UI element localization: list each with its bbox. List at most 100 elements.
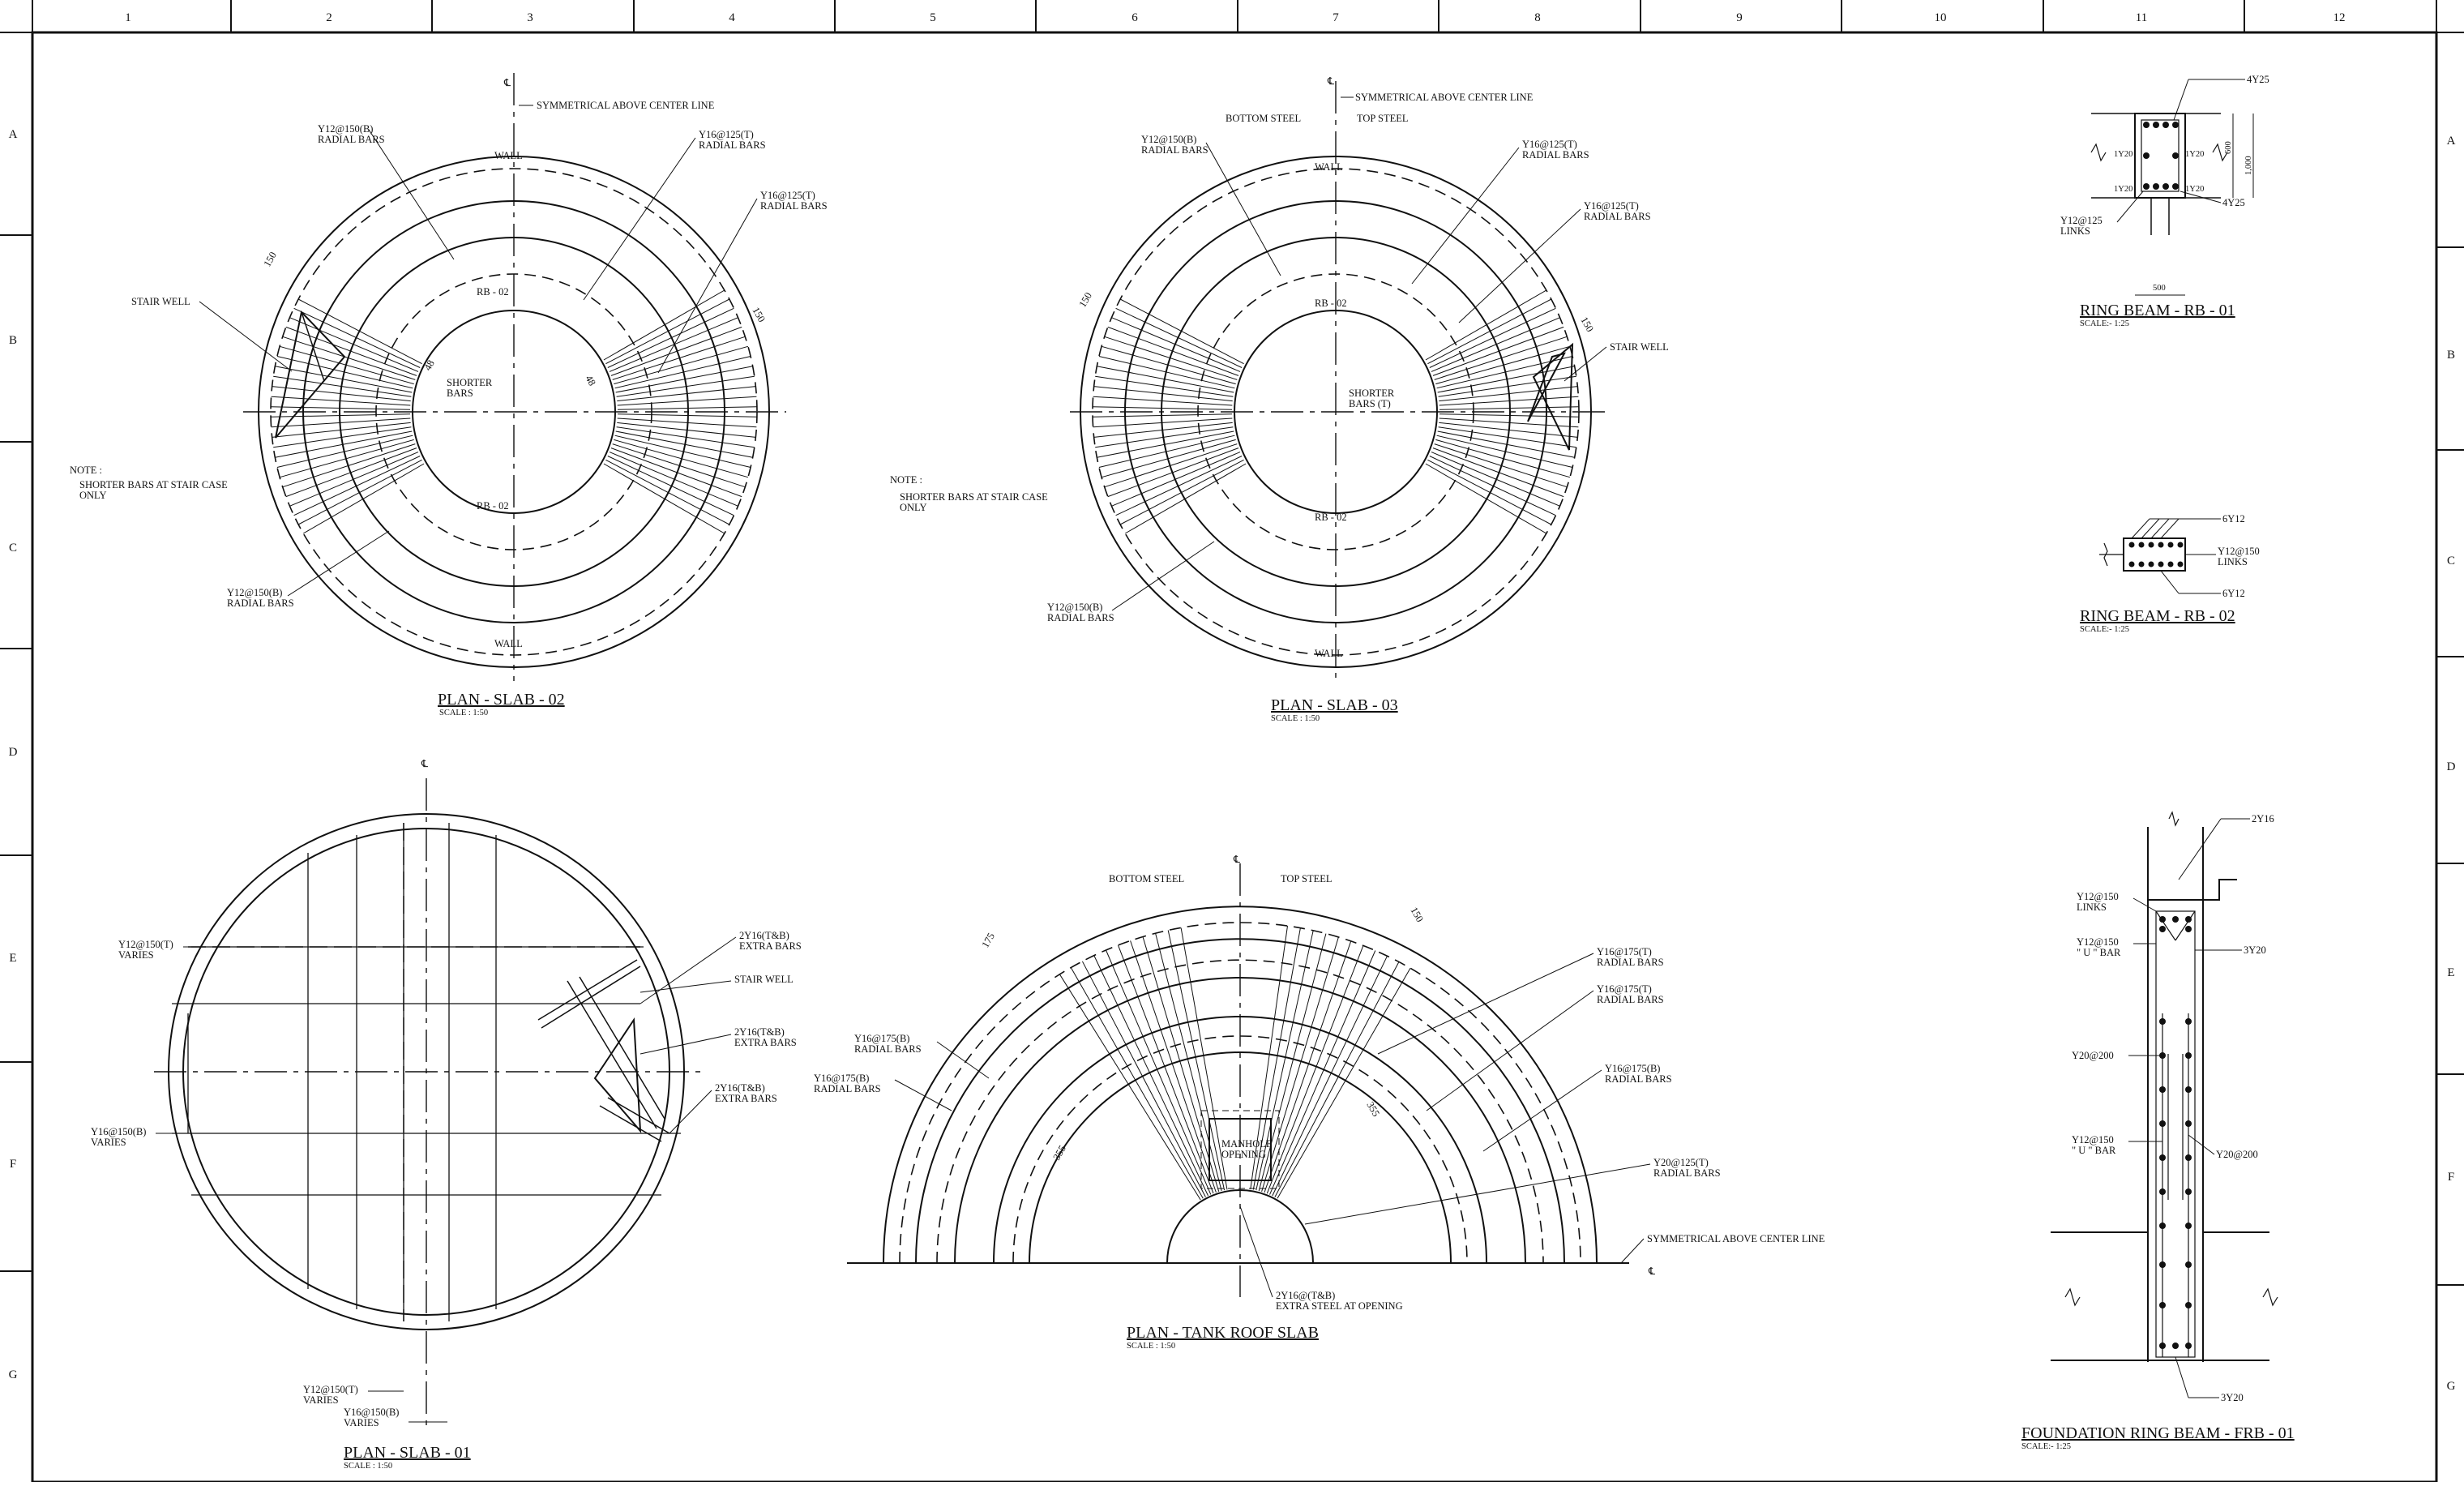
note-title: NOTE : xyxy=(70,465,102,476)
rebar-label: LINKS xyxy=(2060,225,2090,237)
rebar-dot xyxy=(2172,122,2179,128)
rebar-dot xyxy=(2158,561,2164,567)
radial-bar xyxy=(1118,944,1214,1194)
rebar-dot xyxy=(2148,561,2154,567)
view-scale: SCALE : 1:50 xyxy=(1271,714,1320,723)
rebar-label: Y16@175(B) xyxy=(854,1033,909,1044)
radial-bar xyxy=(1438,426,1576,448)
rebar-label: 1Y20 xyxy=(2185,150,2204,159)
bottom-steel-label: BOTTOM STEEL xyxy=(1226,113,1301,124)
rebar-dot xyxy=(2158,542,2164,548)
radial-bar xyxy=(1256,930,1314,1191)
rebar-label: 2Y16(T&B) xyxy=(715,1082,765,1094)
grid-row-label: G xyxy=(2447,1380,2456,1393)
grid-row-label: C xyxy=(9,542,17,555)
manhole-label: OPENING xyxy=(1221,1149,1266,1160)
grid-col-label: 8 xyxy=(1534,11,1541,24)
top-steel-label: TOP STEEL xyxy=(1281,873,1333,884)
radial-bar xyxy=(607,456,734,516)
grid-row-label: D xyxy=(2447,760,2456,773)
radial-bar xyxy=(1425,289,1547,361)
ring-beam-label: RB - 02 xyxy=(1315,512,1347,523)
grid-col-label: 5 xyxy=(930,11,936,24)
radial-bar xyxy=(1093,413,1233,418)
rebar-dot xyxy=(2185,1120,2192,1127)
rebar-dot xyxy=(2185,1188,2192,1195)
rebar-dot xyxy=(2128,561,2135,567)
radial-bar xyxy=(1439,386,1578,402)
radial-bar xyxy=(282,336,416,380)
radial-bar xyxy=(271,396,411,406)
radial-bar xyxy=(603,289,725,361)
rebar-dot xyxy=(2159,1188,2166,1195)
radial-bar xyxy=(1439,396,1579,406)
plan-slab-02: SYMMETRICAL ABOVE CENTER LINE ℄ WALL WAL… xyxy=(70,73,828,717)
rebar-dot xyxy=(2159,916,2166,923)
shorter-bars-label: SHORTER xyxy=(1349,388,1395,399)
radial-bar xyxy=(302,463,425,534)
radial-bar xyxy=(1250,926,1288,1189)
rebar-label: Y16@175(T) xyxy=(1597,983,1652,995)
rebar-label: " U " BAR xyxy=(2077,947,2121,958)
radial-bar xyxy=(1119,298,1244,365)
grid-row-label: F xyxy=(10,1158,16,1171)
stair-well-label: STAIR WELL xyxy=(1610,341,1669,353)
radial-bar xyxy=(615,366,753,393)
dimension: 48 xyxy=(421,358,436,373)
radial-bar xyxy=(617,413,757,418)
dimension: 150 xyxy=(261,250,278,268)
radial-bar xyxy=(607,307,734,368)
view-title: PLAN - SLAB - 02 xyxy=(438,691,565,709)
view-scale: SCALE:- 1:25 xyxy=(2080,319,2129,328)
radial-bar xyxy=(1436,435,1573,468)
manhole-label: MANHOLE xyxy=(1221,1138,1273,1150)
ring-beam-label: RB - 02 xyxy=(477,286,509,298)
radial-bar xyxy=(1437,366,1575,393)
radial-bar xyxy=(1266,945,1364,1194)
rebar-dot xyxy=(2185,1223,2192,1229)
note-text: ONLY xyxy=(79,490,106,501)
rebar-dot xyxy=(2148,542,2154,548)
radial-bar xyxy=(1115,307,1243,368)
rebar-dot xyxy=(2159,1302,2166,1308)
view-title: RING BEAM - RB - 01 xyxy=(2080,302,2235,319)
radial-bar xyxy=(1093,406,1233,410)
stair-well-label: STAIR WELL xyxy=(131,296,190,307)
dimension: 150 xyxy=(1578,315,1595,334)
radial-bar xyxy=(1130,940,1217,1193)
shorter-bars-label: BARS xyxy=(447,388,473,399)
plan-slab-03: ℄ SYMMETRICAL ABOVE CENTER LINE BOTTOM S… xyxy=(890,75,1669,723)
radial-bar xyxy=(1261,936,1339,1193)
radial-bar xyxy=(289,452,419,507)
note-text: SHORTER BARS AT STAIR CASE xyxy=(900,491,1048,503)
grid-col-label: 9 xyxy=(1736,11,1743,24)
grid-col-label: 6 xyxy=(1131,11,1138,24)
rebar-dot xyxy=(2159,1261,2166,1268)
radial-bar xyxy=(617,422,756,438)
centerline-mark: ℄ xyxy=(1233,854,1241,865)
radial-bar xyxy=(271,418,411,428)
note-text: ONLY xyxy=(900,502,926,513)
radial-bar xyxy=(1427,298,1552,365)
radial-bar xyxy=(271,406,411,410)
radial-bar xyxy=(1155,933,1222,1192)
rebar-dot xyxy=(2185,1343,2192,1349)
radial-bar xyxy=(1081,961,1206,1197)
rebar-label: Y20@200 xyxy=(2216,1149,2258,1160)
wall-label: WALL xyxy=(1315,648,1343,659)
rebar-label: Y20@125(T) xyxy=(1653,1157,1709,1168)
radial-bar xyxy=(1097,430,1234,458)
radial-bar xyxy=(617,418,757,428)
radial-bar xyxy=(289,317,419,372)
radial-bar xyxy=(1107,326,1239,376)
rebar-label: RADIAL BARS xyxy=(1597,994,1664,1005)
rebar-label: Y12@150(B) xyxy=(1047,602,1102,613)
rebar-label: Y12@150(B) xyxy=(318,123,373,135)
view-title: RING BEAM - RB - 02 xyxy=(2080,607,2235,625)
radial-bar xyxy=(275,366,413,393)
centerline-mark: ℄ xyxy=(503,77,511,88)
radial-bar xyxy=(1252,927,1301,1190)
grid-row-label: G xyxy=(9,1368,18,1381)
radial-bar xyxy=(1101,439,1236,478)
